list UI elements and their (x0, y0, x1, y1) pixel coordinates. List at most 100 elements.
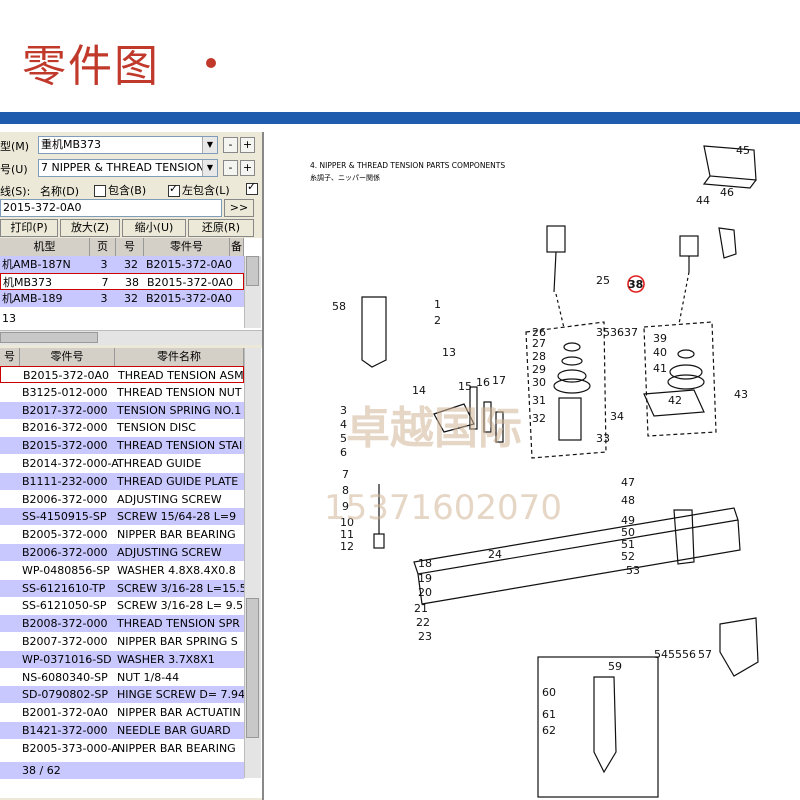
parts-table-row[interactable]: B1421-372-000 NEEDLE BAR GUARD (0, 722, 244, 739)
col-page[interactable]: 页 (90, 238, 116, 256)
model-minus-button[interactable]: - (223, 137, 238, 153)
contains-checkbox[interactable] (94, 185, 106, 197)
model-plus-button[interactable]: + (240, 137, 255, 153)
group-minus-button[interactable]: - (223, 160, 238, 176)
col-note[interactable]: 备 (230, 238, 244, 256)
callout-13: 13 (442, 346, 456, 359)
callout-44: 44 (696, 194, 710, 207)
callout-15: 15 (458, 380, 472, 393)
callout-60: 60 (542, 686, 556, 699)
model-table-cell: 机AMB-189 (2, 292, 63, 305)
parts-table-row[interactable]: B2005-372-000 NIPPER BAR BEARING (0, 526, 244, 544)
extra-option[interactable] (244, 180, 260, 195)
part-name-cell: NUT 1/8-44 (117, 670, 180, 684)
part-number-cell: NS-6080340-SP (22, 670, 108, 684)
group-plus-button[interactable]: + (240, 160, 255, 176)
part-number-cell: B2016-372-000 (22, 421, 108, 435)
callout-35: 35 (596, 326, 610, 339)
col-index[interactable]: 号 (0, 348, 20, 366)
callout-7: 7 (342, 468, 349, 481)
col-part-no[interactable]: 零件号 (144, 238, 230, 256)
callout-22: 22 (416, 616, 430, 629)
contains-option[interactable]: 包含(B) (92, 182, 146, 198)
part-number-cell: B2015-372-0A0 (23, 369, 109, 382)
scroll-thumb[interactable] (246, 256, 259, 286)
parts-table-row[interactable]: B2008-372-000 THREAD TENSION SPR (0, 615, 244, 633)
model-table-cell: B2015-372-0A0 (146, 292, 232, 305)
part-number-cell: B2014-372-000-A (22, 457, 119, 470)
left-contains-option[interactable]: 左包含(L) (166, 182, 230, 198)
callout-32: 32 (532, 412, 546, 425)
callout-28: 28 (532, 350, 546, 363)
part-name-cell: NEEDLE BAR GUARD (117, 724, 231, 737)
callout-24: 24 (488, 548, 502, 561)
group-select[interactable]: 7 NIPPER & THREAD TENSION ▼ (38, 159, 218, 177)
part-name-cell: SCREW 15/64-28 L=9 (117, 510, 237, 524)
extra-checkbox[interactable] (246, 180, 258, 195)
scroll-thumb[interactable] (0, 332, 98, 343)
part-number-cell: B2008-372-000 (22, 617, 108, 631)
callout-25: 25 (596, 274, 610, 287)
col-model[interactable]: 机型 (0, 238, 90, 256)
zoom-in-button[interactable]: 放大(Z) (60, 219, 120, 237)
callout-50: 50 (621, 526, 635, 539)
model-count: 13 (2, 312, 16, 325)
callout-48: 48 (621, 494, 635, 507)
model-table-vscrollbar[interactable] (244, 256, 261, 328)
search-by-name-option[interactable]: 名称(D) (40, 185, 80, 198)
callout-1: 1 (434, 298, 441, 311)
callout-23: 23 (418, 630, 432, 643)
callout-18: 18 (418, 557, 432, 570)
search-input[interactable]: 2015-372-0A0 (0, 199, 222, 217)
part-name-cell: THREAD TENSION SPR (117, 617, 240, 631)
restore-button[interactable]: 还原(R) (188, 219, 254, 237)
col-number[interactable]: 号 (116, 238, 144, 256)
zoom-out-button[interactable]: 缩小(U) (122, 219, 186, 237)
parts-table-vscrollbar[interactable] (244, 348, 261, 778)
col-part-name[interactable]: 零件名称 (115, 348, 244, 366)
parts-table-row[interactable]: NS-6080340-SP NUT 1/8-44 (0, 668, 244, 686)
model-table-hscrollbar[interactable] (0, 330, 262, 345)
chevron-down-icon[interactable]: ▼ (202, 160, 217, 176)
callout-53: 53 (626, 564, 640, 577)
part-number-cell: B1421-372-000 (22, 724, 108, 737)
part-number-cell: B2001-372-0A0 (22, 706, 108, 720)
model-select[interactable]: 重机MB373 ▼ (38, 136, 218, 154)
col-part-number[interactable]: 零件号 (20, 348, 115, 366)
part-number-cell: B2005-372-000 (22, 528, 108, 542)
part-name-cell: NIPPER BAR BEARING (117, 528, 236, 542)
model-table-cell: 3 (100, 292, 108, 305)
left-contains-checkbox[interactable] (168, 182, 180, 197)
callout-51: 51 (621, 538, 635, 551)
scroll-thumb[interactable] (246, 598, 259, 738)
callout-11: 11 (340, 528, 354, 541)
search-go-button[interactable]: >> (224, 199, 254, 217)
model-label: 型(M) (0, 140, 30, 153)
parts-diagram: 4. NIPPER & THREAD TENSION PARTS COMPONE… (310, 144, 759, 798)
callout-55: 55 (668, 648, 682, 661)
print-button[interactable]: 打印(P) (0, 219, 58, 237)
chevron-down-icon[interactable]: ▼ (202, 137, 217, 153)
